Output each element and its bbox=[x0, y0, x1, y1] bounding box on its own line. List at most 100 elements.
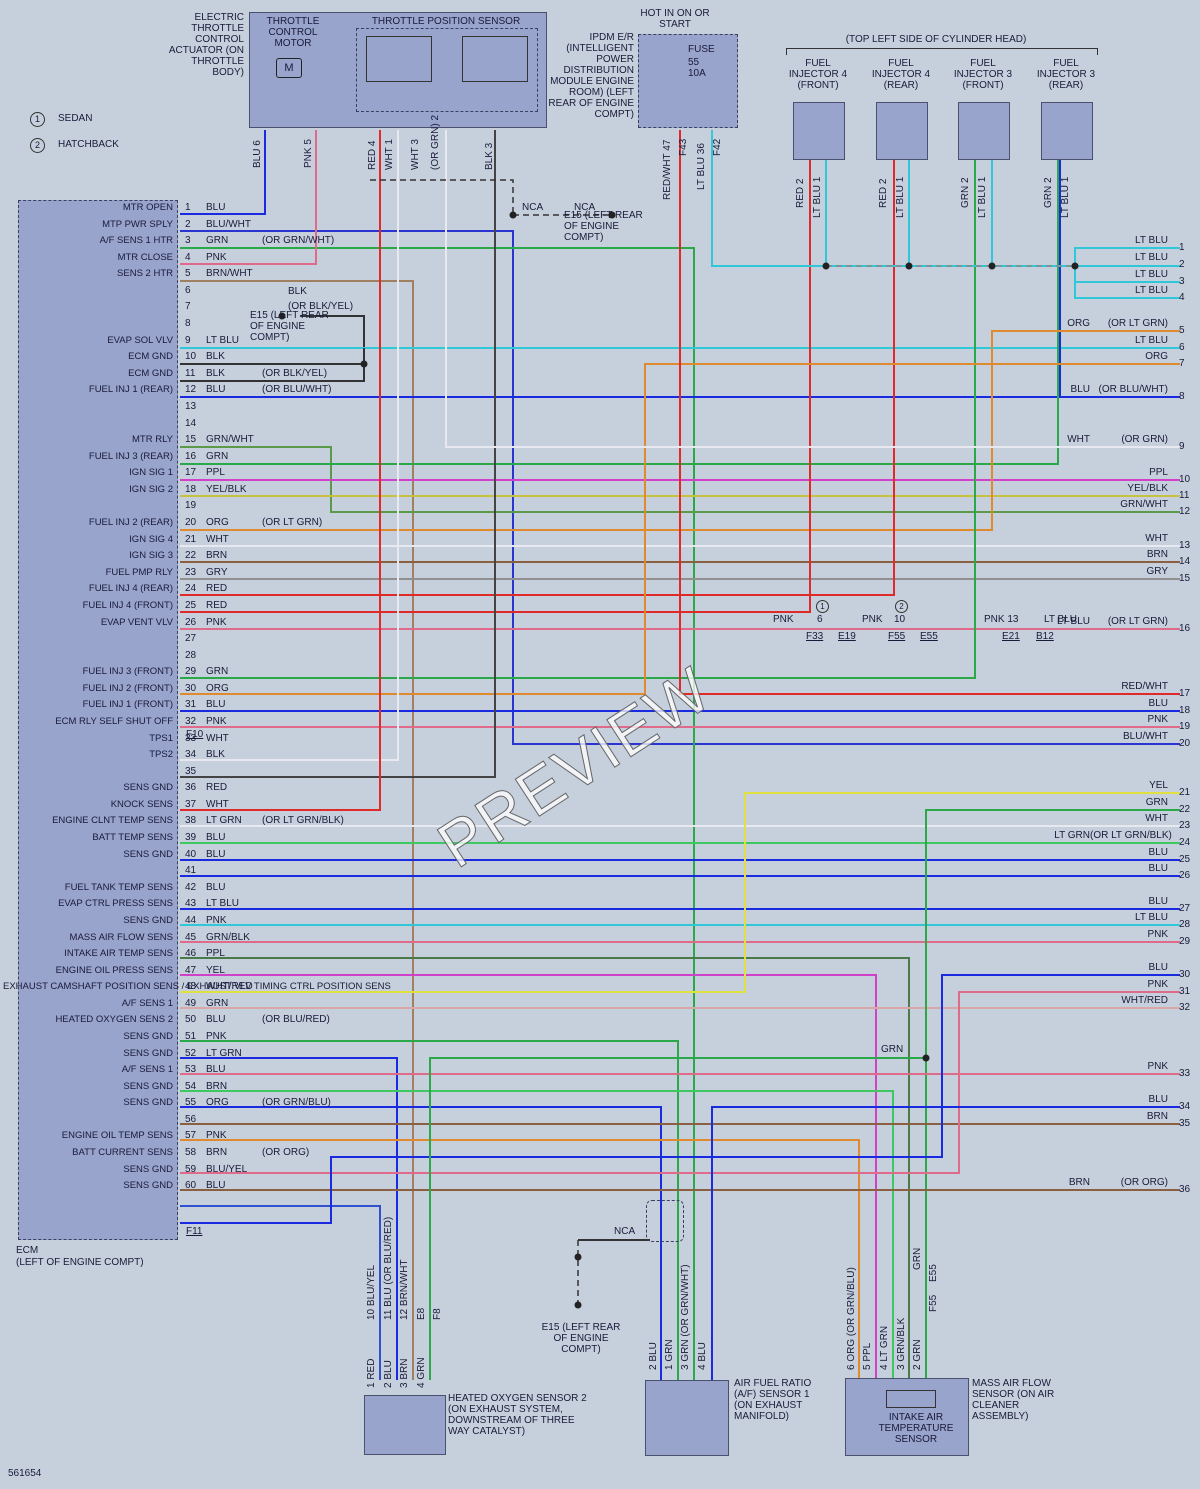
right-terminal-number: 19 bbox=[1179, 721, 1191, 732]
wire-pin57 bbox=[180, 991, 1180, 1174]
ecm-pin-wire-color: BLU/YEL bbox=[206, 1163, 248, 1175]
legend-circle-2: 2 bbox=[30, 138, 45, 153]
e15-top-label: E15 (LEFT REAR OF ENGINE COMPT) bbox=[564, 210, 643, 243]
injector-3-front-label: FUEL INJECTOR 3 (FRONT) bbox=[953, 58, 1013, 91]
right-terminal-wire: WHT/RED bbox=[1121, 995, 1168, 1006]
right-terminal-number: 18 bbox=[1179, 705, 1191, 716]
right-terminal-number: 15 bbox=[1179, 573, 1191, 584]
wire-pin45 bbox=[180, 957, 910, 1380]
wire-pin36 bbox=[180, 130, 381, 811]
right-terminal-wire: BLU bbox=[1148, 1094, 1168, 1105]
legend-hatchback: HATCHBACK bbox=[58, 139, 119, 150]
maf-pin2: 2 GRN bbox=[912, 1339, 923, 1370]
ecm-pin-wire-color: BRN/WHT bbox=[206, 268, 253, 280]
ecm-pin-function: SENS GND bbox=[123, 1180, 173, 1192]
ipdm-label: IPDM E/R (INTELLIGENT POWER DISTRIBUTION… bbox=[548, 32, 634, 120]
right-terminal-wire: PNK bbox=[1147, 929, 1168, 940]
ipdm-pin36: LT BLU 36 bbox=[696, 143, 707, 190]
right-terminal-number: 7 bbox=[1179, 358, 1185, 369]
wire-redwht bbox=[679, 130, 1180, 695]
ecm-pin-number: 43 bbox=[185, 898, 197, 910]
ecm-pin-wire-color: PPL bbox=[206, 467, 225, 479]
right-terminal-number: 3 bbox=[1179, 276, 1185, 287]
splice-10: 10 bbox=[894, 614, 906, 625]
right-terminal-wire: PPL bbox=[1149, 467, 1168, 478]
ecm-pin-number: 58 bbox=[185, 1147, 197, 1159]
right-terminal-alt: (OR LT GRN) bbox=[1107, 616, 1168, 627]
tps-pin4: RED 4 bbox=[367, 140, 378, 170]
ecm-pin-wire-color: WHT/RED bbox=[206, 981, 253, 993]
wire-pin20 bbox=[180, 330, 1180, 531]
ecm-pin-wire-color: WHT bbox=[206, 533, 229, 545]
inj4f-red: RED 2 bbox=[795, 178, 806, 208]
wire-pin33 bbox=[180, 130, 399, 761]
ecm-pin-function: FUEL INJ 4 (FRONT) bbox=[82, 599, 173, 611]
ecm-pin-alt-color: (OR BLU/RED) bbox=[262, 1014, 330, 1026]
right-terminal-wire: BLU bbox=[1148, 698, 1168, 709]
ecm-pin-function: SENS GND bbox=[123, 1047, 173, 1059]
right-terminal-wire: LT BLU bbox=[1135, 252, 1168, 263]
tps-pin3: WHT 3 bbox=[410, 139, 421, 170]
nca-label-1: NCA bbox=[522, 202, 544, 213]
ecm-pin-function: A/F SENS 1 HTR bbox=[99, 235, 173, 247]
wire-pin4 bbox=[180, 130, 317, 265]
splice-ltblu: LT BLU bbox=[1044, 614, 1077, 625]
right-terminal-wire: LT BLU bbox=[1135, 335, 1168, 346]
conn-f43: F43 bbox=[678, 138, 689, 156]
ecm-pin-function: MASS AIR FLOW SENS bbox=[69, 931, 173, 943]
ecm-pin-function: BATT CURRENT SENS bbox=[72, 1147, 173, 1159]
conn-e19: E19 bbox=[838, 631, 856, 642]
tps-resistor-2 bbox=[462, 36, 528, 82]
ecm-pin-number: 34 bbox=[185, 749, 197, 761]
right-terminal-wire: PNK bbox=[1147, 979, 1168, 990]
ecm-pin-number: 50 bbox=[185, 1014, 197, 1026]
ho2s2-label: HEATED OXYGEN SENSOR 2 (ON EXHAUST SYSTE… bbox=[448, 1393, 587, 1437]
conn-f33: F33 bbox=[806, 631, 824, 642]
ecm-pin-number: 56 bbox=[185, 1113, 197, 1125]
ecm-pin-wire-color: GRN/WHT bbox=[206, 434, 254, 446]
ecm-pin-function: ENGINE OIL TEMP SENS bbox=[61, 1130, 173, 1142]
e15-ecm-label: E15 (LEFT REAR OF ENGINE COMPT) bbox=[250, 310, 329, 343]
right-terminal-number: 6 bbox=[1179, 342, 1185, 353]
ecm-pin-number: 54 bbox=[185, 1080, 197, 1092]
ecm-pin-number: 40 bbox=[185, 848, 197, 860]
ecm-pin-number: 1 bbox=[185, 202, 191, 213]
ecm-pin-wire-color: BLK bbox=[206, 351, 225, 363]
ecm-pin-number: 13 bbox=[185, 400, 197, 412]
splice-pnk-13: PNK 13 bbox=[984, 614, 1019, 625]
ho2s-pin11: 11 BLU (OR BLU/RED) bbox=[383, 1216, 394, 1320]
af-pin2: 2 BLU bbox=[648, 1342, 659, 1370]
conn-e21: E21 bbox=[1002, 631, 1020, 642]
right-terminal-number: 2 bbox=[1179, 259, 1185, 270]
splice-6: 6 bbox=[817, 614, 823, 625]
ecm-pin-number: 20 bbox=[185, 517, 197, 529]
inj3f-ltblu: LT BLU 1 bbox=[977, 176, 988, 218]
maf-grn-top: GRN bbox=[912, 1247, 923, 1270]
maf-pin4: 4 LT GRN bbox=[879, 1325, 890, 1370]
inj4r-red: RED 2 bbox=[878, 178, 889, 208]
right-terminal-number: 27 bbox=[1179, 903, 1191, 914]
ecm-pin-number: 42 bbox=[185, 881, 197, 893]
conn-f55b: F55 bbox=[928, 1294, 939, 1312]
ecm-pin-wire-color: YEL bbox=[206, 964, 225, 976]
tps-pin2: (OR GRN) 2 bbox=[430, 115, 441, 170]
ecm-pin-number: 45 bbox=[185, 931, 197, 943]
right-terminal-wire: RED/WHT bbox=[1121, 681, 1168, 692]
splice-pnk-10: PNK bbox=[862, 614, 883, 625]
right-terminal-number: 17 bbox=[1179, 688, 1191, 699]
right-terminal-number: 20 bbox=[1179, 738, 1191, 749]
ecm-pin-number: 52 bbox=[185, 1047, 197, 1059]
ecm-pin-number: 24 bbox=[185, 583, 197, 595]
ecm-pin-wire-color: BLU bbox=[206, 384, 226, 396]
ho2s-blu: 2 BLU bbox=[383, 1360, 394, 1388]
ecm-pin-function: MTP PWR SPLY bbox=[102, 218, 173, 230]
conn-f11: F11 bbox=[186, 1226, 203, 1237]
ecm-pin-function: SENS GND bbox=[123, 848, 173, 860]
e15-bottom-label: E15 (LEFT REAR OF ENGINE COMPT) bbox=[541, 1322, 621, 1355]
tcm-pin5: PNK 5 bbox=[303, 139, 314, 168]
ecm-box bbox=[18, 200, 178, 1240]
ecm-pin-wire-color: PNK bbox=[206, 1031, 227, 1042]
ecm-pin-wire-color: LT BLU bbox=[206, 334, 239, 346]
fuse-label: FUSE bbox=[688, 44, 715, 55]
right-terminal-wire: GRN bbox=[1145, 797, 1168, 808]
